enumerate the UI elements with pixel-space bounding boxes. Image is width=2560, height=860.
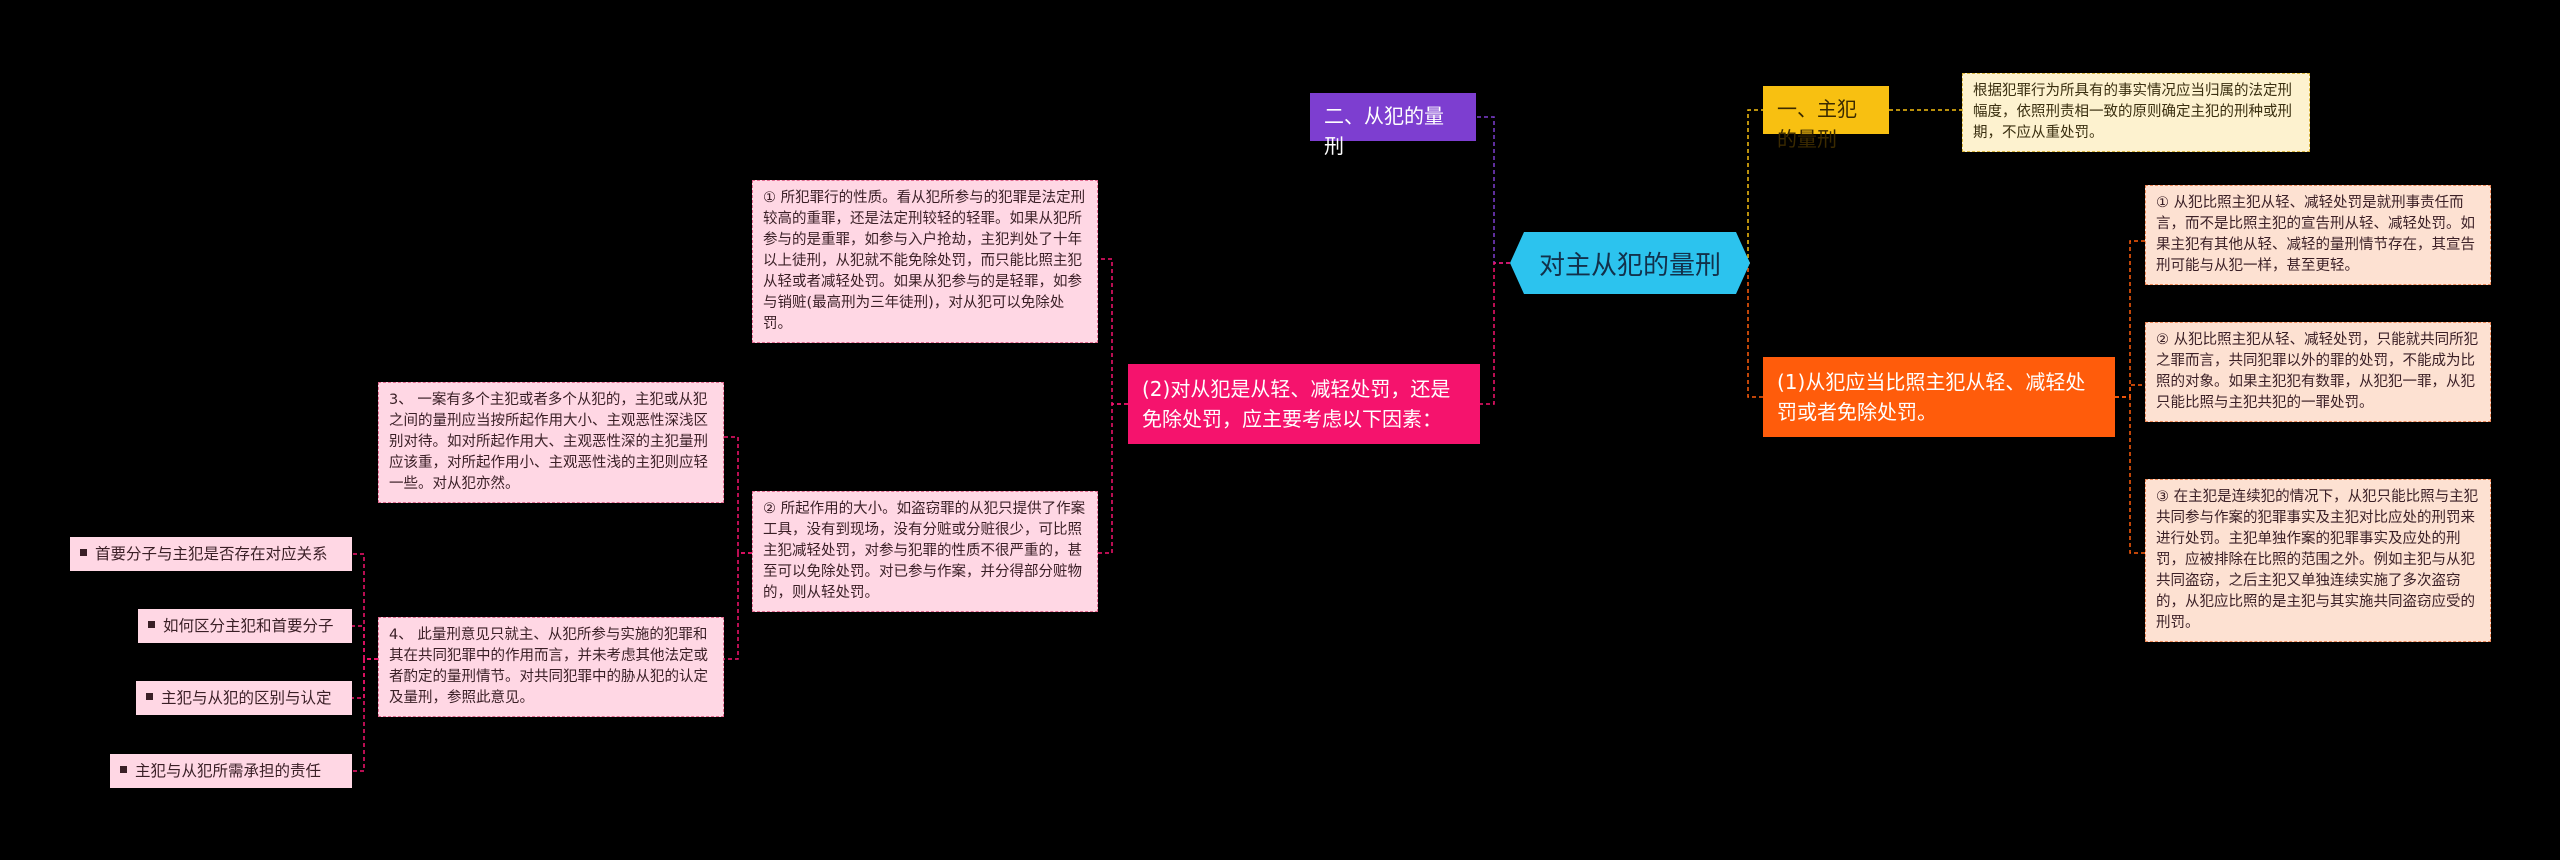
related-topic-3[interactable]: 主犯与从犯的区别与认定 bbox=[136, 681, 352, 715]
factor-item-2[interactable]: ② 所起作用的大小。如盗窃罪的从犯只提供了作案工具，没有到现场，没有分赃或分赃很… bbox=[752, 491, 1098, 612]
branch-accomplice-label: 二、从犯的量刑 bbox=[1324, 104, 1444, 158]
central-topic[interactable]: 对主从犯的量刑 bbox=[1510, 232, 1750, 294]
compare-item-2[interactable]: ② 从犯比照主犯从轻、减轻处罚，只能就共同所犯之罪而言，共同犯罪以外的罪的处罚，… bbox=[2145, 322, 2491, 422]
branch-accomplice-sentencing[interactable]: 二、从犯的量刑 bbox=[1310, 93, 1476, 158]
related-topic-1[interactable]: 首要分子与主犯是否存在对应关系 bbox=[70, 537, 352, 571]
related-topic-1-label: 首要分子与主犯是否存在对应关系 bbox=[95, 545, 328, 563]
factor-item-1-text: ① 所犯罪行的性质。看从犯所参与的犯罪是法定刑较高的重罪，还是法定刑较轻的轻罪。… bbox=[763, 190, 1086, 332]
factor-item-4-text: 4、 此量刑意见只就主、从犯所参与实施的犯罪和其在共同犯罪中的作用而言，并未考虑… bbox=[389, 627, 708, 706]
principal-description[interactable]: 根据犯罪行为所具有的事实情况应当归属的法定刑幅度，依照刑责相一致的原则确定主犯的… bbox=[1962, 73, 2310, 152]
factor-item-3-text: 3、 一案有多个主犯或者多个从犯的，主犯或从犯之间的量刑应当按所起作用大小、主观… bbox=[389, 392, 708, 492]
compare-item-2-text: ② 从犯比照主犯从轻、减轻处罚，只能就共同所犯之罪而言，共同犯罪以外的罪的处罚，… bbox=[2156, 332, 2479, 411]
related-topic-4-label: 主犯与从犯所需承担的责任 bbox=[135, 762, 322, 780]
branch-mitigation-label: (2)对从犯是从轻、减轻处罚，还是免除处罚，应主要考虑以下因素： bbox=[1142, 377, 1451, 431]
bullet-icon bbox=[80, 549, 87, 556]
related-topic-4[interactable]: 主犯与从犯所需承担的责任 bbox=[110, 754, 352, 788]
bullet-icon bbox=[146, 693, 153, 700]
related-topic-2-label: 如何区分主犯和首要分子 bbox=[163, 617, 334, 635]
branch-compare-label: (1)从犯应当比照主犯从轻、减轻处罚或者免除处罚。 bbox=[1777, 370, 2086, 424]
related-topic-2[interactable]: 如何区分主犯和首要分子 bbox=[138, 609, 352, 643]
compare-item-3[interactable]: ③ 在主犯是连续犯的情况下，从犯只能比照与主犯共同参与作案的犯罪事实及主犯对比应… bbox=[2145, 479, 2491, 642]
factor-item-1[interactable]: ① 所犯罪行的性质。看从犯所参与的犯罪是法定刑较高的重罪，还是法定刑较轻的轻罪。… bbox=[752, 180, 1098, 343]
bullet-icon bbox=[120, 766, 127, 773]
compare-item-1-text: ① 从犯比照主犯从轻、减轻处罚是就刑事责任而言，而不是比照主犯的宣告刑从轻、减轻… bbox=[2156, 195, 2475, 274]
compare-item-1[interactable]: ① 从犯比照主犯从轻、减轻处罚是就刑事责任而言，而不是比照主犯的宣告刑从轻、减轻… bbox=[2145, 185, 2491, 285]
principal-description-text: 根据犯罪行为所具有的事实情况应当归属的法定刑幅度，依照刑责相一致的原则确定主犯的… bbox=[1973, 83, 2292, 141]
branch-principal-label: 一、主犯的量刑 bbox=[1777, 97, 1857, 151]
branch-mitigation-factors[interactable]: (2)对从犯是从轻、减轻处罚，还是免除处罚，应主要考虑以下因素： bbox=[1128, 364, 1480, 444]
factor-item-4[interactable]: 4、 此量刑意见只就主、从犯所参与实施的犯罪和其在共同犯罪中的作用而言，并未考虑… bbox=[378, 617, 724, 717]
branch-compare-principal[interactable]: (1)从犯应当比照主犯从轻、减轻处罚或者免除处罚。 bbox=[1763, 357, 2115, 437]
factor-item-2-text: ② 所起作用的大小。如盗窃罪的从犯只提供了作案工具，没有到现场，没有分赃或分赃很… bbox=[763, 501, 1086, 601]
factor-item-3[interactable]: 3、 一案有多个主犯或者多个从犯的，主犯或从犯之间的量刑应当按所起作用大小、主观… bbox=[378, 382, 724, 503]
compare-item-3-text: ③ 在主犯是连续犯的情况下，从犯只能比照与主犯共同参与作案的犯罪事实及主犯对比应… bbox=[2156, 489, 2479, 631]
bullet-icon bbox=[148, 621, 155, 628]
related-topic-3-label: 主犯与从犯的区别与认定 bbox=[161, 689, 332, 707]
central-topic-label: 对主从犯的量刑 bbox=[1538, 250, 1721, 281]
branch-principal-sentencing[interactable]: 一、主犯的量刑 bbox=[1763, 86, 1889, 151]
